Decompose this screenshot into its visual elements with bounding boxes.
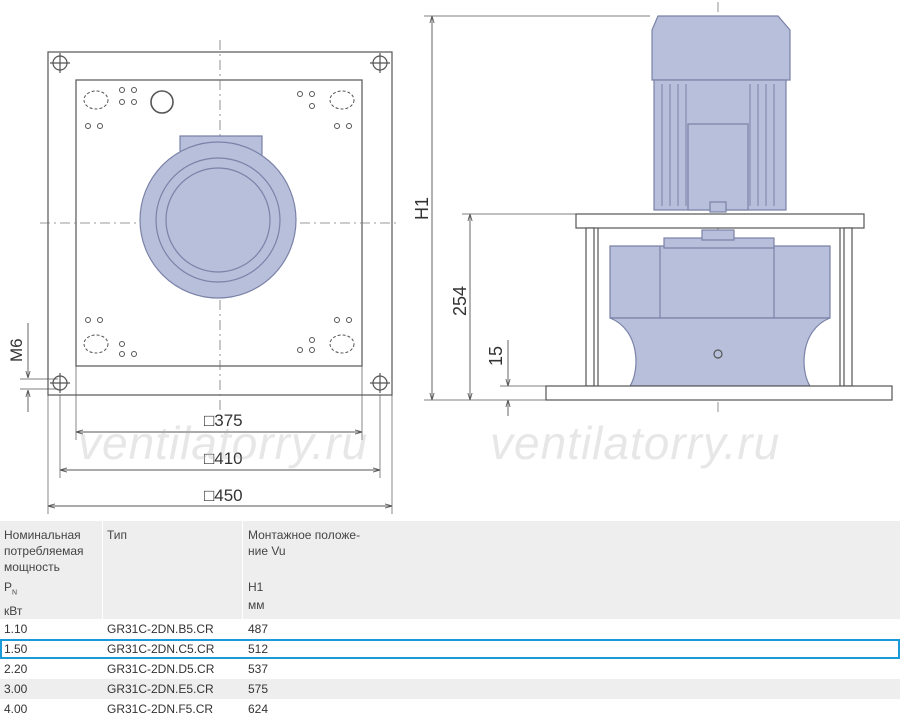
header-power: Номинальная потребляемая мощность PN кВт [4, 528, 84, 619]
dim-410: □410 [204, 449, 243, 468]
spec-table: Номинальная потребляемая мощность PN кВт… [0, 521, 900, 719]
table-row[interactable]: 1.10 GR31C-2DN.B5.CR 487 [4, 622, 269, 636]
motor-top [139, 135, 297, 299]
header-h1: H1 [248, 580, 264, 594]
table-header: Номинальная потребляемая мощность PN кВт… [0, 521, 900, 619]
dim-450: □450 [204, 486, 243, 505]
header-power-unit: кВт [4, 604, 23, 619]
table-row[interactable]: 2.20 GR31C-2DN.D5.CR 537 [4, 662, 269, 676]
table-row-selected[interactable]: 1.50 GR31C-2DN.C5.CR 512 [0, 639, 900, 659]
side-view [424, 2, 893, 416]
corner-holes [50, 53, 390, 393]
dim-m6: M6 [7, 338, 26, 362]
dim-15: 15 [486, 346, 506, 366]
small-holes [83, 87, 355, 357]
table-row[interactable]: 4.00 GR31C-2DN.F5.CR 624 [4, 702, 269, 716]
dim-254: 254 [450, 286, 470, 316]
dim-h1: H1 [412, 197, 432, 220]
header-type: Тип [107, 528, 128, 542]
header-mount: Монтажное положе- ние Vu H1 мм [248, 528, 361, 612]
header-h1-unit: мм [248, 598, 265, 612]
technical-drawing: □375 □410 □450 M6 [7, 2, 893, 514]
table-row[interactable]: 3.00 GR31C-2DN.E5.CR 575 [0, 679, 900, 699]
dim-375: □375 [204, 411, 243, 430]
fan-housing [609, 229, 831, 387]
top-view [20, 40, 398, 514]
motor-side [651, 15, 791, 213]
watermark-left: ventilatorry.ru [78, 417, 369, 469]
watermark-right: ventilatorry.ru [490, 417, 781, 469]
header-power-symbol: P [4, 580, 13, 594]
